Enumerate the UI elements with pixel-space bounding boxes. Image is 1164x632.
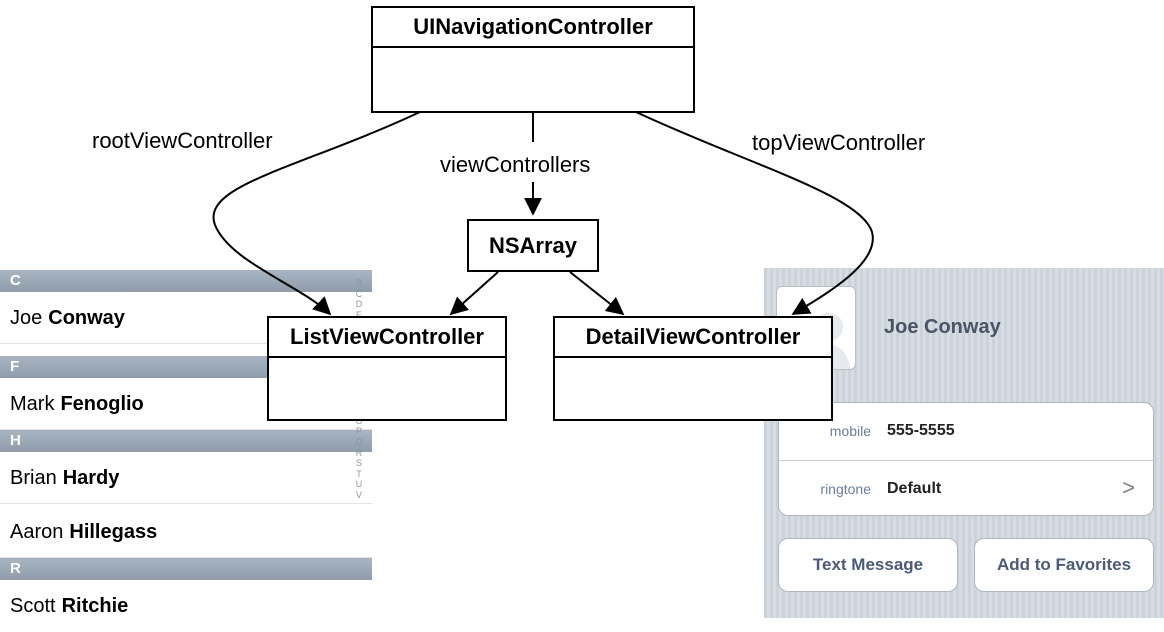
add-to-favorites-button[interactable]: Add to Favorites	[974, 538, 1154, 592]
last-name: Ritchie	[61, 595, 129, 617]
diagram-connectors	[212, 111, 874, 316]
index-letter[interactable]: B	[355, 278, 362, 288]
last-name: Hillegass	[69, 521, 158, 543]
contact-detail: Joe Conway mobile 555-5555 ringtone Defa…	[764, 268, 1164, 618]
field-value: 555-5555	[887, 422, 955, 439]
edge-top-view-controller	[635, 111, 874, 315]
last-name: Conway	[48, 307, 125, 329]
index-letter[interactable]: T	[356, 468, 362, 479]
first-name: Scott	[10, 595, 56, 617]
node-listviewcontroller: ListViewController	[267, 316, 507, 421]
index-letter[interactable]: U	[355, 479, 363, 490]
section-header-r: R	[0, 558, 372, 580]
field-value: Default	[887, 480, 942, 497]
node-title: ListViewController	[269, 318, 505, 358]
edge-root-view-controller	[212, 111, 421, 316]
node-uinavigationcontroller: UINavigationController	[371, 6, 695, 113]
node-title: NSArray	[488, 233, 578, 258]
chevron-right-icon: >	[1122, 475, 1135, 500]
index-letter[interactable]: S	[355, 458, 362, 469]
index-letter[interactable]: V	[355, 489, 362, 500]
index-letter[interactable]: R	[355, 447, 363, 458]
section-header-c: C	[0, 270, 372, 292]
contact-fields-group: mobile 555-5555 ringtone Default >	[778, 402, 1154, 516]
field-row-mobile[interactable]: mobile 555-5555	[779, 403, 1153, 459]
section-header-h: H	[0, 430, 372, 452]
node-detailviewcontroller: DetailViewController	[553, 316, 833, 421]
index-letter[interactable]: C	[355, 288, 363, 299]
last-name: Fenoglio	[60, 393, 144, 415]
label-root-view-controller: rootViewController	[92, 128, 273, 153]
contact-name: Joe Conway	[884, 316, 1001, 338]
index-letter[interactable]: P	[355, 426, 362, 437]
first-name: Mark	[10, 393, 55, 415]
index-letter[interactable]: Q	[355, 436, 363, 447]
first-name: Brian	[10, 467, 57, 489]
first-name: Joe	[10, 307, 43, 329]
field-label: mobile	[829, 423, 871, 439]
node-nsarray: NSArray	[467, 219, 599, 272]
field-label: ringtone	[820, 481, 871, 497]
last-name: Hardy	[62, 467, 120, 489]
node-title: UINavigationController	[373, 8, 693, 48]
text-message-button[interactable]: Text Message	[778, 538, 958, 592]
node-title: DetailViewController	[555, 318, 831, 358]
index-letter[interactable]: D	[355, 299, 363, 310]
first-name: Aaron	[10, 521, 64, 543]
edge-array-list	[449, 271, 499, 316]
index-letter[interactable]: E	[355, 309, 362, 320]
edge-array-detail	[569, 271, 625, 316]
label-top-view-controller: topViewController	[752, 130, 926, 155]
label-view-controllers: viewControllers	[440, 152, 591, 177]
field-row-ringtone[interactable]: ringtone Default >	[779, 460, 1153, 517]
